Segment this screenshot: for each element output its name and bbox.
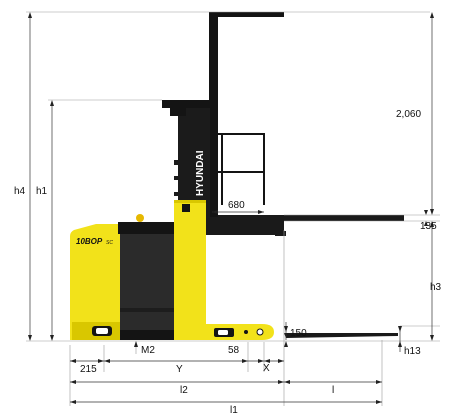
battery-panel [120, 234, 174, 334]
label-58: 58 [228, 345, 240, 356]
label-l1: l1 [230, 405, 238, 414]
label-l2: l2 [180, 385, 188, 396]
label-135: 135 [420, 221, 437, 232]
label-680: 680 [228, 200, 245, 211]
label-m2: M2 [141, 345, 155, 356]
label-215: 215 [80, 364, 97, 375]
label-l: l [332, 385, 334, 396]
label-h13: h13 [404, 346, 421, 357]
outer-mast [209, 12, 218, 217]
forklift-illustration: HYUNDAI 10BOP SC [70, 12, 404, 340]
label-2060: 2,060 [396, 109, 421, 120]
lower-fork [284, 333, 398, 338]
operator-guard-rail [212, 133, 265, 205]
model-badge-suffix: SC [106, 240, 113, 246]
dimension-labels: h4 h1 2,060 680 135 h3 150 h13 M2 58 215… [14, 109, 442, 414]
inner-mast [178, 100, 210, 218]
label-y: Y [176, 364, 183, 375]
label-h4: h4 [14, 186, 26, 197]
upright-column [174, 200, 206, 340]
label-h1: h1 [36, 186, 48, 197]
label-x: X [263, 363, 270, 374]
dimension-lines [28, 12, 434, 404]
extension-lines [26, 11, 440, 406]
label-150: 150 [290, 328, 307, 339]
upper-fork [204, 215, 404, 221]
mast-brand-text: HYUNDAI [195, 150, 206, 196]
label-h3: h3 [430, 282, 442, 293]
model-badge: 10BOP [76, 237, 103, 246]
